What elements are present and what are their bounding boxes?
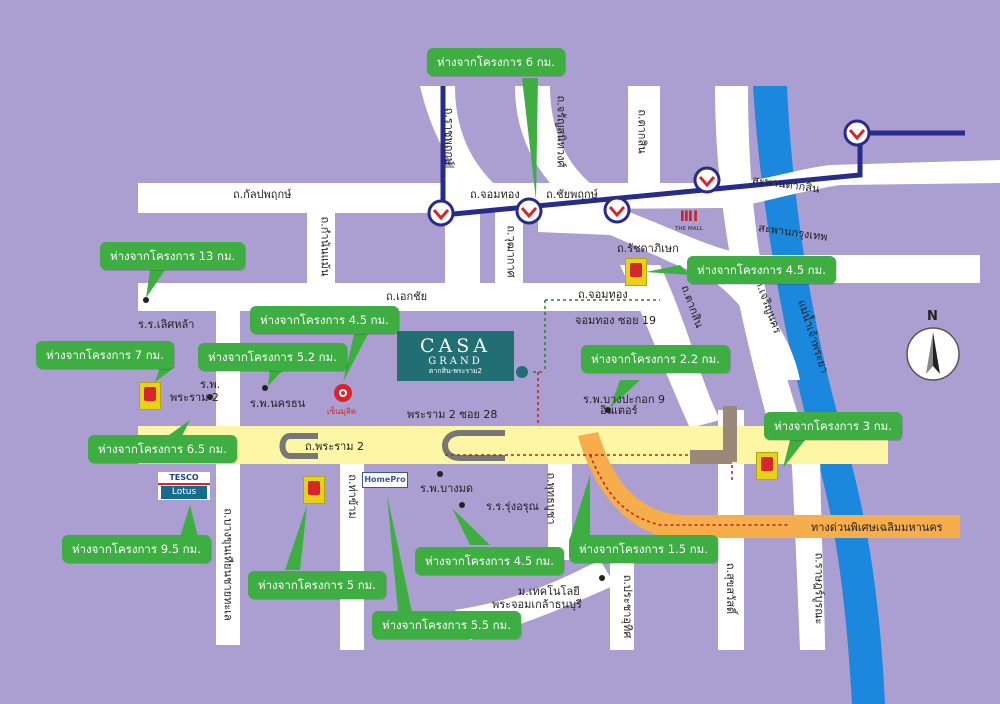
- road-label-chomthong-top: ถ.จอมทอง: [470, 188, 520, 201]
- compass-icon: [906, 327, 960, 381]
- distance-bubble-5: ห่างจากโครงการ 5 กม.: [248, 571, 386, 599]
- place-label-kmutt-b: พระจอมเกล้าธนบุรี: [492, 598, 582, 611]
- synphaet-text: เซ็นมุสิค: [327, 407, 357, 416]
- bts-station-icon: [427, 199, 455, 227]
- road-label-phutthabucha: ถ.พุทธบูชา: [544, 472, 558, 525]
- bigc-logo: [625, 258, 647, 286]
- place-label-bangpakok: ร.พ.บางปะกอก 9: [583, 393, 665, 406]
- the-mall-logo: ⅢⅠ THE MALL: [675, 209, 703, 232]
- road-label-rama2: ถ.พระราม 2: [305, 440, 365, 453]
- u-turn-left: [279, 433, 318, 459]
- road-label-kanlapaphruek: ถ.กัลปพฤกษ์: [233, 188, 292, 201]
- route-green: [544, 299, 660, 372]
- road-label-chomthong-mid: ถ.จอมทอง: [578, 288, 628, 301]
- road-krungthep-bridge-approach: [538, 205, 980, 283]
- road-charoen-nakhon-link: [712, 270, 800, 380]
- road-label-rama2-soi28: พระราม 2 ซอย 28: [407, 408, 498, 421]
- bts-line: [440, 86, 965, 218]
- distance-bubble-top: ห่างจากโครงการ 6 กม.: [427, 48, 565, 76]
- place-label-bangpakok-b: อินเตอร์: [600, 404, 638, 417]
- road-kanlapaphruek: [138, 183, 460, 213]
- road-thakham: [340, 450, 364, 650]
- road-label-chaiyaphruek: ถ.ชัยพฤกษ์: [546, 188, 598, 201]
- road-label-suksawat: ถ.สุขสวัสดิ์: [724, 562, 738, 615]
- distance-bubble-52: ห่างจากโครงการ 5.2 กม.: [198, 343, 347, 371]
- project-name-2: GRAND: [428, 356, 483, 367]
- distance-bubble-3: ห่างจากโครงการ 3 กม.: [764, 412, 902, 440]
- road-label-rat-burana: ถ.ราษฎร์บูรณะ: [812, 552, 826, 625]
- distance-bubble-15: ห่างจากโครงการ 1.5 กม.: [569, 535, 718, 563]
- tesco-lotus-logo: TESCO Lotus: [158, 472, 210, 500]
- project-name: CASA: [420, 335, 491, 357]
- distance-bubble-45a: ห่างจากโครงการ 4.5 กม.: [250, 306, 399, 334]
- road-label-taksin-top: ถ.ตากสิน: [635, 109, 649, 154]
- distance-bubble-95: ห่างจากโครงการ 9.5 กม.: [62, 535, 211, 563]
- mall-text: THE MALL: [675, 226, 703, 232]
- compass: N: [903, 309, 963, 382]
- route-red: [445, 372, 790, 526]
- bts-station-icon: [515, 197, 543, 225]
- place-label-hosp-rama2: ร.พ.: [200, 378, 221, 391]
- lotus-text: Lotus: [161, 486, 207, 499]
- road-kamnanmaen: [307, 203, 335, 283]
- homepro-logo: HomePro: [362, 472, 408, 488]
- road-label-chomthong-soi19: จอมทอง ซอย 19: [575, 314, 657, 327]
- bts-station-icon: [603, 196, 631, 224]
- project-subtitle: ตากสิน-พระราม2: [428, 367, 483, 375]
- road-rat-burana: [790, 430, 825, 650]
- road-label-pracha-uthit: ถ.ประชาอุทิศ: [621, 574, 635, 639]
- bts-station-icon: [693, 166, 721, 194]
- flyover-suksawat: [723, 406, 737, 462]
- place-label-nakharin: ร.พ.นครธน: [250, 397, 306, 410]
- road-label-kamnanmaen: ถ.กำนันแม้น: [318, 216, 332, 277]
- bigc-logo: [303, 476, 325, 504]
- expressway: [578, 432, 960, 538]
- u-turn-right: [442, 430, 505, 461]
- tesco-text: TESCO: [158, 472, 210, 485]
- place-label-loetla: ร.ร.เลิศหล้า: [138, 318, 195, 331]
- bts-station-icon: [843, 119, 871, 147]
- place-label-bangmot: ร.พ.บางมด: [420, 482, 474, 495]
- bubble-pointers: [146, 78, 805, 612]
- project-logo: CASA GRAND ตากสิน-พระราม2: [397, 331, 514, 381]
- place-label-hosp-rama2-b: พระราม 2: [170, 391, 219, 404]
- distance-bubble-45-mall: ห่างจากโครงการ 4.5 กม.: [687, 256, 836, 284]
- distance-bubble-13: ห่างจากโครงการ 13 กม.: [100, 242, 246, 270]
- bigc-logo: [756, 452, 778, 480]
- road-label-charansanitwong: ถ.จรัญสนิทวงศ์: [554, 95, 568, 168]
- road-label-thakham: ถ.ท่าข้าม: [345, 474, 359, 519]
- synphaet-logo: เซ็นมุสิค: [327, 383, 356, 416]
- road-pracha-uthit: [610, 560, 634, 650]
- compass-north-label: N: [927, 309, 938, 324]
- distance-bubble-55: ห่างจากโครงการ 5.5 กม.: [372, 611, 521, 639]
- road-taksin-top: [628, 86, 660, 198]
- road-label-ekkachai: ถ.เอกชัย: [386, 290, 428, 303]
- road-label-ratchadaphisek: ถ.รัชดาภิเษก: [617, 242, 679, 255]
- distance-bubble-65: ห่างจากโครงการ 6.5 กม.: [88, 435, 237, 463]
- road-label-ratchaphruek: ถ.ราชพฤกษ์: [442, 107, 456, 166]
- distance-bubble-7: ห่างจากโครงการ 7 กม.: [36, 341, 174, 369]
- road-label-wutthakat: ถ.วุฒากาศ: [504, 225, 518, 278]
- place-dots: [143, 297, 611, 581]
- bigc-logo: [139, 382, 161, 410]
- road-label-bangkhunthian: ถ.บางขุนเทียนชายทะเล: [221, 508, 235, 621]
- distance-bubble-22: ห่างจากโครงการ 2.2 กม.: [581, 345, 730, 373]
- road-label-expressway: ทางด่วนพิเศษเฉลิมมหานคร: [811, 521, 943, 534]
- bts-stations: [427, 119, 871, 227]
- place-label-rungarun: ร.ร.รุ่งอรุณ: [486, 500, 539, 513]
- river: [753, 86, 885, 704]
- flyover-rama2: [690, 450, 732, 464]
- road-wutthakat: [495, 208, 523, 286]
- synphaet-icon: [334, 384, 352, 402]
- place-label-kmutt: ม.เทคโนโลยี: [518, 585, 580, 598]
- project-marker: [516, 366, 528, 378]
- distance-bubble-45b: ห่างจากโครงการ 4.5 กม.: [415, 547, 564, 575]
